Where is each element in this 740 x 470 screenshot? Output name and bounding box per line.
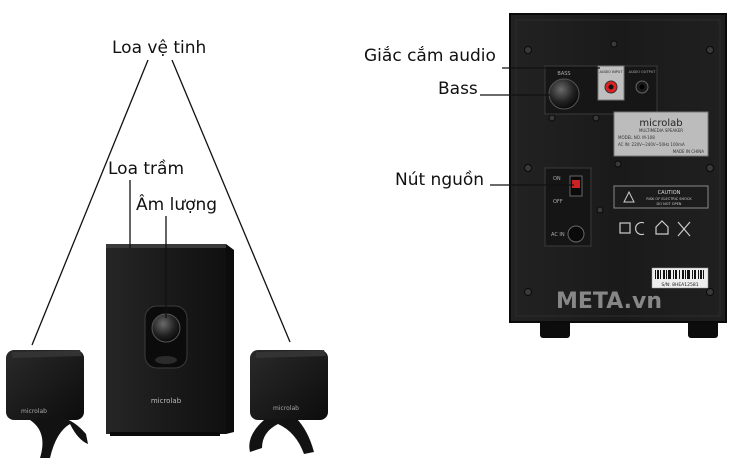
bass-panel-text: BASS (557, 71, 570, 77)
serial-number-text: S/N: 8HEA12581 (661, 282, 698, 288)
back-panel-pointer-lines (480, 67, 600, 186)
caution-line2-text: DO NOT OPEN (657, 202, 682, 206)
spec-label-title: MULTIMEDIA SPEAKER (639, 128, 683, 133)
subwoofer-brand-text: microlab (151, 397, 182, 405)
subwoofer: microlab (106, 244, 234, 436)
left-satellite-brand-text: microlab (21, 408, 47, 415)
right-satellite-brand-text: microlab (273, 405, 299, 412)
label-audio-jack: Giắc cắm audio (364, 46, 496, 66)
spec-label-model: MODEL NO. M-108 (618, 135, 655, 140)
label-bass: Bass (438, 79, 478, 99)
left-satellite-speaker: microlab (6, 350, 88, 458)
satellite-pointer-lines (31, 59, 291, 346)
switch-off-text: OFF (553, 199, 563, 205)
switch-on-text: ON (553, 176, 561, 182)
audio-input-panel-text: AUDIO INPUT (599, 70, 623, 74)
caution-title-text: CAUTION (658, 190, 681, 196)
spec-label-power: AC IN: 220V~240V~50Hz 100mA (618, 142, 685, 147)
spec-label-brand: microlab (639, 118, 682, 129)
subwoofer-back-view: BASS AUDIO INPUT AUDIO OUTPUT microlab M… (509, 13, 727, 338)
label-volume: Âm lượng (136, 195, 218, 215)
audio-output-panel-text: AUDIO OUTPUT (629, 70, 657, 74)
caution-line1-text: RISK OF ELECTRIC SHOCK (646, 197, 692, 201)
certification-icons (619, 220, 691, 237)
label-subwoofer: Loa trầm (108, 159, 185, 179)
watermark: META.vn (556, 289, 662, 314)
right-satellite-speaker: microlab (249, 350, 328, 454)
ac-in-text: AC IN (551, 232, 565, 238)
spec-label-origin: MADE IN CHINA (673, 149, 704, 154)
label-satellite-speakers: Loa vệ tinh (112, 38, 207, 58)
label-power-button: Nút nguồn (395, 170, 485, 190)
